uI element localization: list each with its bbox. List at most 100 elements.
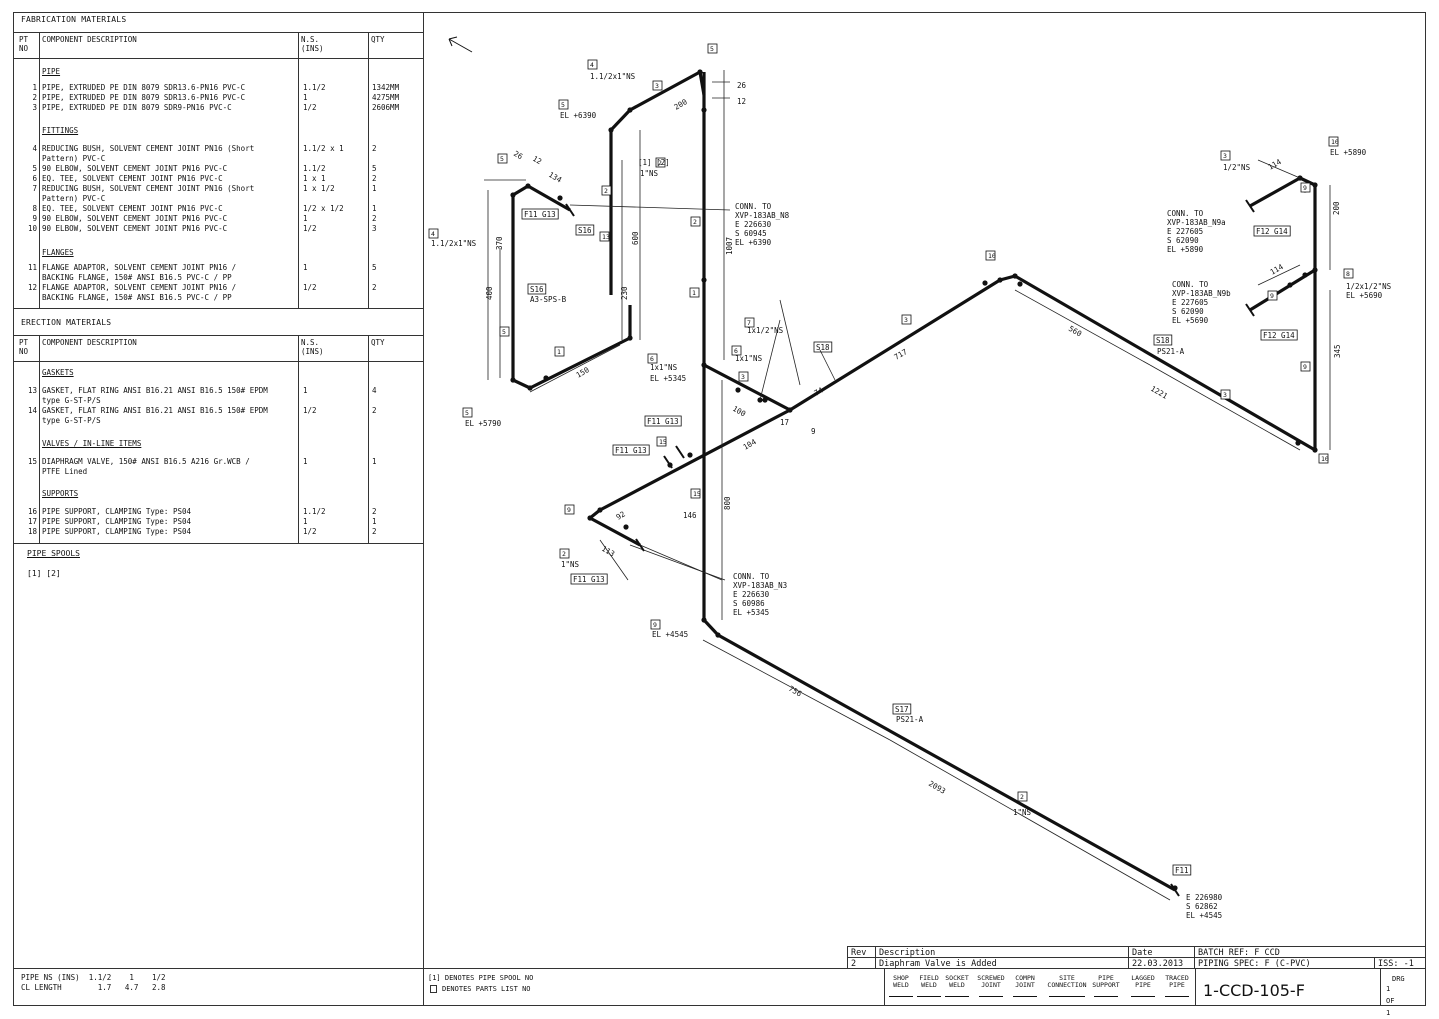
legend-symbol-label: FIELD WELD <box>919 974 939 989</box>
drawing-label: 756 <box>787 684 804 699</box>
spools-list: [1] [2] <box>27 569 61 578</box>
part-tag-number: 6 <box>734 347 738 355</box>
drawing-label-line: E 227605 <box>1167 227 1203 236</box>
bom-pt: 10 <box>27 224 37 233</box>
pt-header: PT NO <box>19 338 29 356</box>
drawing-label-line: XVP-183AB_N9b <box>1172 289 1231 298</box>
dimension-line <box>702 639 891 741</box>
bom-pt: 4 <box>32 144 37 153</box>
part-tag-number: 9 <box>653 621 657 629</box>
drawing-label-line: S 62862 <box>1186 902 1218 911</box>
sheet-of: 1 OF 1 <box>1386 985 1395 1017</box>
tag-box <box>1253 225 1291 237</box>
weld-point <box>701 362 707 368</box>
weld-point <box>557 195 563 201</box>
legend-symbol-line <box>1131 996 1155 997</box>
bom-qty: 4275MM <box>372 93 400 102</box>
part-tag-box <box>1328 136 1339 147</box>
dimension-line <box>1014 289 1151 366</box>
rev-value: 2 <box>847 957 876 969</box>
weld-point <box>627 335 633 341</box>
part-tag-number: 10 <box>1321 455 1329 463</box>
bom-pt: 11 <box>27 263 37 272</box>
drawing-label: F11 G13 <box>615 446 647 455</box>
bom-qty: 1 <box>372 457 377 466</box>
tag-box <box>644 415 682 427</box>
part-tag-number: 3 <box>741 373 745 381</box>
part-tag-number: 7 <box>747 319 751 327</box>
sheet-cell <box>1380 968 1426 1006</box>
bom-qty: 5 <box>372 164 377 173</box>
qty-header: QTY <box>371 35 385 44</box>
part-tag-number: 13 <box>602 233 610 241</box>
drawing-label: F11 G13 <box>573 575 605 584</box>
divider <box>13 968 423 969</box>
part-tag-number: 4 <box>431 230 435 238</box>
part-tag-number: 2 <box>658 159 662 167</box>
drawing-label: 17 <box>780 418 789 427</box>
bom-pt: 17 <box>27 517 37 526</box>
drawing-label: EL +5690 <box>1346 291 1383 300</box>
group-pipe: PIPE <box>42 67 61 76</box>
weld-point <box>597 507 603 513</box>
part-tag-number: 5 <box>465 409 469 417</box>
tag-box <box>1172 864 1192 876</box>
drawing-label-line: XVP-183AB_N9a <box>1167 218 1226 227</box>
bom-ns: 1 <box>303 263 308 272</box>
part-tag-box <box>554 346 565 357</box>
drawing-label-line: S 60986 <box>733 599 765 608</box>
part-tag-box <box>1267 290 1278 301</box>
qty-header: QTY <box>371 338 385 347</box>
part-tag-box <box>738 371 749 382</box>
bom-desc: 90 ELBOW, SOLVENT CEMENT JOINT PN16 PVC-… <box>42 164 228 173</box>
drawing-label: PS21-A <box>896 715 924 724</box>
bom-ns: 1.1/2 <box>303 164 326 173</box>
divider <box>424 968 884 969</box>
bom-qty: 2 <box>372 527 377 536</box>
bom-desc: DIAPHRAGM VALVE, 150# ANSI B16.5 A216 Gr… <box>42 457 250 476</box>
drawing-label: 717 <box>893 347 909 362</box>
legend-symbol-label: SHOP WELD <box>893 974 909 989</box>
part-tag-box <box>901 314 912 325</box>
weld-point <box>701 277 707 283</box>
part-tag-box <box>650 619 661 630</box>
drawing-label: 26 <box>737 81 747 90</box>
dimension-line <box>819 349 836 381</box>
bom-qty: 2606MM <box>372 103 400 112</box>
pipe-run <box>702 72 1176 892</box>
legend-symbol-line <box>979 996 1003 997</box>
drawing-label: 26 <box>512 149 525 162</box>
fabrication-title: FABRICATION MATERIALS <box>21 15 127 24</box>
drawing-label: 113 <box>600 544 616 559</box>
drawing-frame <box>13 12 1426 1006</box>
divider <box>423 968 424 1006</box>
part-tag-number: 3 <box>655 82 659 90</box>
bom-ns: 1.1/2 <box>303 507 326 516</box>
part-tag-box <box>744 317 755 328</box>
legend-symbol-line <box>945 996 969 997</box>
drawing-label-line: S 62090 <box>1167 236 1199 245</box>
part-tag-box <box>1318 453 1329 464</box>
drawing-label: 146 <box>683 511 697 520</box>
bom-desc: REDUCING BUSH, SOLVENT CEMENT JOINT PN16… <box>42 144 255 163</box>
legend-symbol-line <box>1094 996 1118 997</box>
bom-pt: 6 <box>32 174 37 183</box>
bom-ns: 1/2 <box>303 283 317 292</box>
weld-point <box>982 280 988 286</box>
bom-ns: 1 x 1 <box>303 174 326 183</box>
part-tag-number: 9 <box>1303 363 1307 371</box>
legend-symbol-label: COMPN JOINT <box>1015 974 1035 989</box>
weld-point <box>510 377 516 383</box>
drawing-label: 100 <box>731 404 748 419</box>
legend-symbol-line <box>917 996 941 997</box>
part-tag-box <box>1220 150 1231 161</box>
bom-ns: 1 x 1/2 <box>303 184 335 193</box>
bom-qty: 2 <box>372 507 377 516</box>
bom-pt: 14 <box>27 406 37 415</box>
bom-pt: 7 <box>32 184 37 193</box>
drawing-label: 12 <box>531 154 543 166</box>
part-tag-box <box>1343 268 1354 279</box>
part-tag-box <box>558 99 569 110</box>
